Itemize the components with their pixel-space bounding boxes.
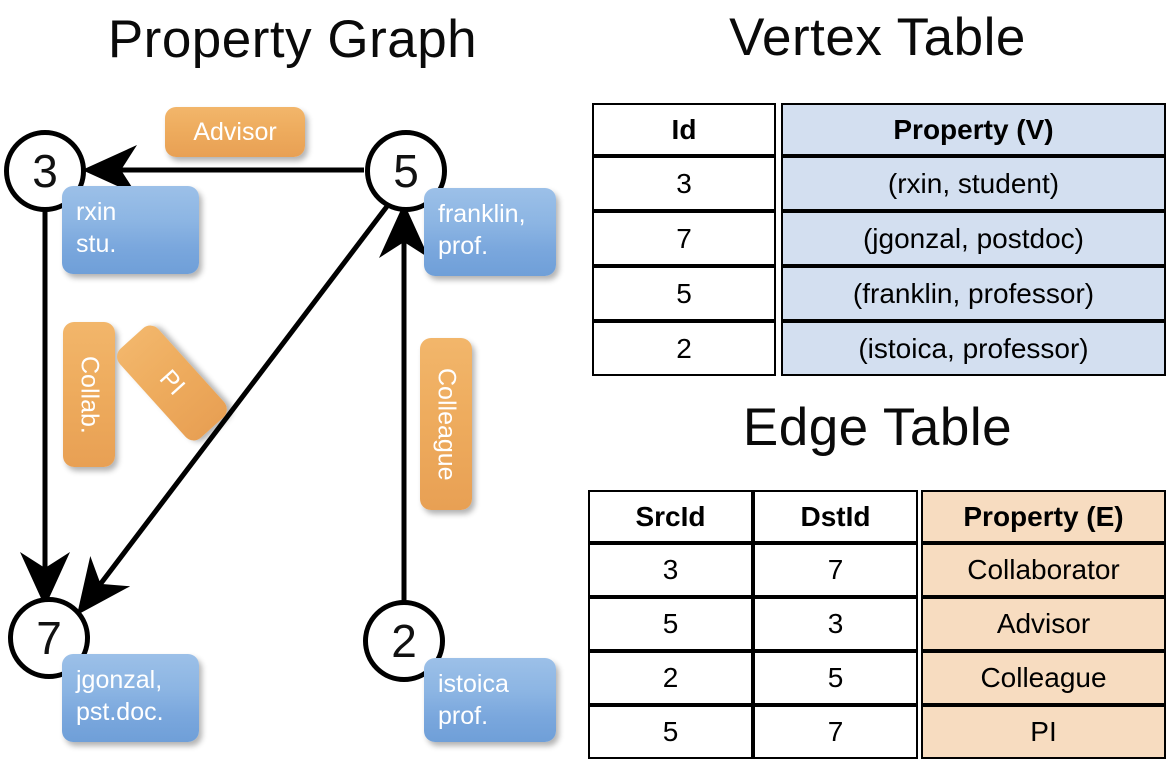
graph-node-2-label: 2 [391,615,417,667]
edge-table-cell-dst: 7 [753,543,918,597]
graph-node-2[interactable]: 2 [363,600,445,682]
edge-table-cell-dst: 7 [753,705,918,759]
table-row: Property (V) [781,103,1166,156]
vertex-badge-franklin-line2: prof. [438,232,489,260]
edge-badge-colleague-label: Colleague [432,367,461,481]
edge-arrow-pi [76,203,390,615]
table-row: 5 3 [588,597,918,651]
edge-table-cell-property: PI [921,705,1166,759]
vertex-badge-franklin: franklin, prof. [424,188,556,276]
table-row: 2 5 [588,651,918,705]
vertex-table-cell-id: 2 [592,321,776,376]
vertex-badge-franklin-line1: franklin, [438,200,526,228]
edge-table-cell-property: Advisor [921,597,1166,651]
graph-node-7-label: 7 [36,612,62,664]
table-row: Colleague [921,651,1166,705]
vertex-table-cell-id: 5 [592,266,776,321]
vertex-table-header-property: Property (V) [781,103,1166,156]
edge-table-cell-dst: 5 [753,651,918,705]
table-row: (istoica, professor) [781,321,1166,376]
edge-table-cell-property: Colleague [921,651,1166,705]
edge-table-cell-src: 2 [588,651,753,705]
page-title-edge-table: Edge Table [742,398,1013,457]
graph-node-3-label: 3 [32,145,58,197]
table-row: 3 [592,156,776,211]
vertex-table-header-id: Id [592,103,776,156]
page-title-property-graph: Property Graph [107,10,478,69]
table-row: (franklin, professor) [781,266,1166,321]
vertex-badge-istoica: istoica prof. [424,658,556,742]
vertex-table-cell-property: (jgonzal, postdoc) [781,211,1166,266]
edge-table-src-dst-columns: SrcId DstId 3 7 5 3 2 5 5 7 [588,490,918,759]
vertex-table-cell-property: (franklin, professor) [781,266,1166,321]
vertex-badge-istoica-line1: istoica [438,670,509,698]
vertex-badge-rxin-line1: rxin [76,198,117,226]
vertex-badge-rxin-line2: stu. [76,230,117,258]
edge-table-cell-dst: 3 [753,597,918,651]
page-title-vertex-table: Vertex Table [729,8,1026,67]
vertex-table-id-column: Id 3 7 5 2 [592,103,776,376]
graph-edges-svg [20,145,429,615]
vertex-badge-rxin: rxin stu. [62,186,199,274]
table-row: 2 [592,321,776,376]
vertex-badge-istoica-line2: prof. [438,702,489,730]
property-graph-panel: Property Graph 3 5 7 [4,10,556,742]
table-row: 3 7 [588,543,918,597]
table-row: Id [592,103,776,156]
edge-table-cell-src: 5 [588,597,753,651]
table-row: PI [921,705,1166,759]
edge-table-cell-property: Collaborator [921,543,1166,597]
edge-badge-collab-label: Collab. [75,355,104,434]
vertex-table-cell-id: 7 [592,211,776,266]
table-row: (rxin, student) [781,156,1166,211]
graph-node-5-label: 5 [393,145,419,197]
edge-table-cell-src: 3 [588,543,753,597]
table-row: 5 [592,266,776,321]
table-row: Collaborator [921,543,1166,597]
edge-table-property-column: Property (E) Collaborator Advisor Collea… [921,490,1166,759]
vertex-badge-jgonzal-line2: pst.doc. [76,698,164,726]
vertex-table-property-column: Property (V) (rxin, student) (jgonzal, p… [781,103,1166,376]
table-row: Property (E) [921,490,1166,543]
table-row: SrcId DstId [588,490,918,543]
edge-table-header-srcid: SrcId [588,490,753,543]
vertex-badge-jgonzal-line1: jgonzal, [76,666,163,694]
edge-badge-colleague: Colleague [420,338,472,510]
edge-table-header-dstid: DstId [753,490,918,543]
vertex-table-cell-property: (istoica, professor) [781,321,1166,376]
vertex-badge-jgonzal: jgonzal, pst.doc. [62,654,199,742]
table-row: 7 [592,211,776,266]
edge-badge-advisor: Advisor [165,107,305,157]
edge-badge-pi-label: PI [154,364,191,401]
edge-badge-collab: Collab. [63,322,115,467]
edge-table-header-property: Property (E) [921,490,1166,543]
vertex-table-cell-id: 3 [592,156,776,211]
edge-table-cell-src: 5 [588,705,753,759]
table-row: (jgonzal, postdoc) [781,211,1166,266]
edge-badge-advisor-label: Advisor [193,117,277,146]
table-row: Advisor [921,597,1166,651]
table-row: 5 7 [588,705,918,759]
vertex-table-cell-property: (rxin, student) [781,156,1166,211]
